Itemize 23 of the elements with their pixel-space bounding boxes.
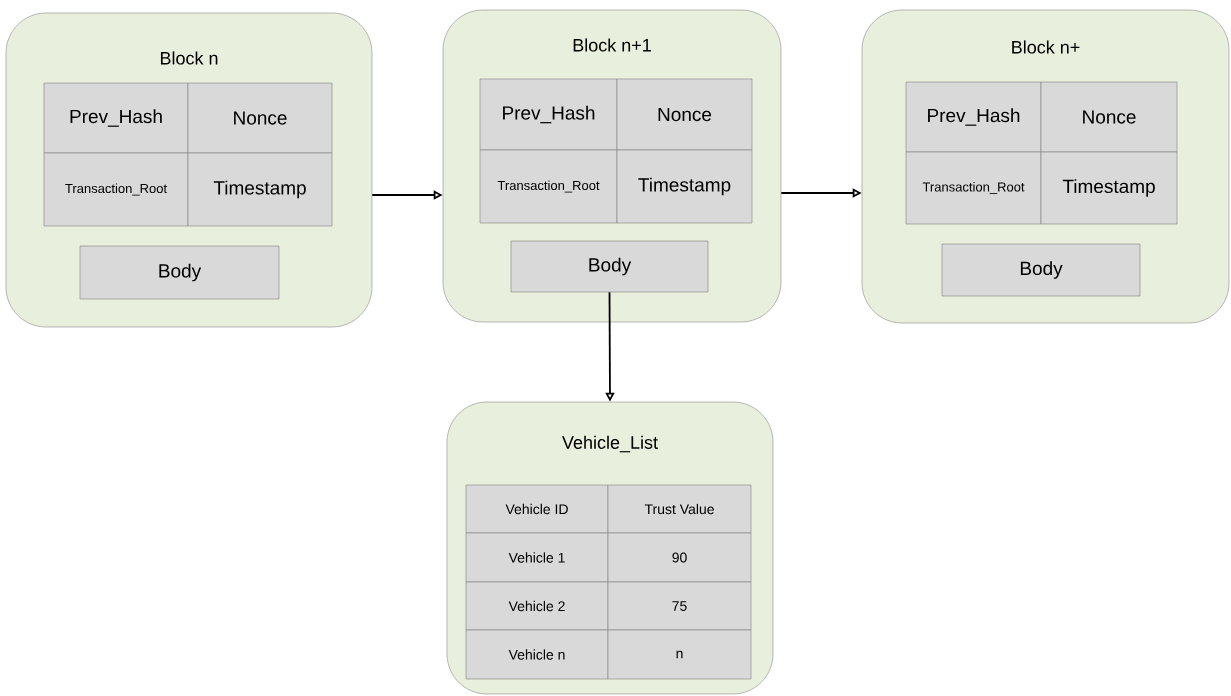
field-cell: Prev_Hash	[905, 81, 1042, 153]
field-cell: Body	[510, 240, 709, 293]
table-cell: n	[607, 629, 752, 680]
table-cell: Vehicle 2	[465, 581, 609, 631]
field-cell: Timestamp	[1040, 151, 1178, 225]
table-cell: 75	[607, 581, 752, 631]
field-cell: Nonce	[616, 78, 753, 151]
table-cell: Vehicle 1	[465, 532, 609, 583]
field-cell: Transaction_Root	[43, 152, 189, 227]
field-cell: Timestamp	[616, 149, 753, 224]
field-cell: Transaction_Root	[905, 151, 1042, 225]
field-cell: Timestamp	[187, 152, 333, 227]
field-cell: Transaction_Root	[479, 149, 618, 224]
field-cell: Body	[941, 243, 1141, 297]
field-cell: Prev_Hash	[43, 82, 189, 154]
field-cell: Body	[79, 245, 280, 300]
table-cell: Trust Value	[607, 484, 752, 534]
field-cell: Prev_Hash	[479, 78, 618, 151]
table-cell: Vehicle n	[465, 629, 609, 680]
table-cell: 90	[607, 532, 752, 583]
field-cell: Nonce	[187, 82, 333, 154]
table-cell: Vehicle ID	[465, 484, 609, 534]
field-cell: Nonce	[1040, 81, 1178, 153]
